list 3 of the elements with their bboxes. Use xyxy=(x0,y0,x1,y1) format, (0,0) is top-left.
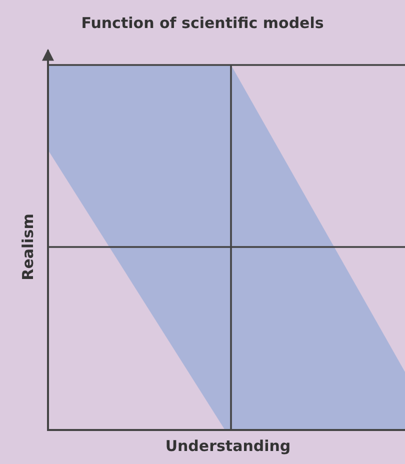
axis-label: Understanding xyxy=(165,437,291,455)
chart-title: Function of scientific models xyxy=(80,14,325,32)
axis-label: Realism xyxy=(19,214,37,280)
